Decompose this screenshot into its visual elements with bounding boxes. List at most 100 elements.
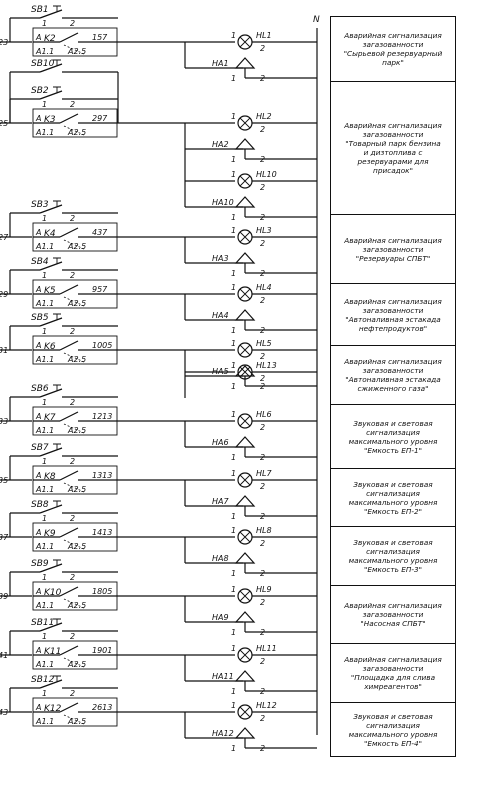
horn-label: HA8 (212, 554, 229, 563)
relay-sub-label: A2.5 (67, 485, 86, 494)
pin-number: 1 (231, 469, 236, 478)
relay-pin-a: A (35, 228, 41, 237)
horn-icon (234, 611, 256, 623)
push-button-label: SB12 (31, 675, 55, 685)
lamp-icon (239, 175, 251, 187)
relay-sub-label: A1.1 (35, 47, 54, 56)
push-button-icon (53, 59, 61, 66)
pin-number: 1 (231, 74, 236, 83)
relay-sub-label: A1.1 (35, 542, 54, 551)
pin-number: 2 (70, 573, 75, 582)
relay-sub-label: A2.5 (67, 299, 86, 308)
node-number: 157 (92, 33, 108, 42)
pin-number: 2 (260, 374, 265, 383)
horn-icon (234, 138, 256, 150)
pin-number: 1 (231, 269, 236, 278)
horn-label: HA2 (212, 140, 229, 149)
node-number: 1213 (92, 412, 112, 421)
pin-number: 1 (42, 214, 47, 223)
horn-icon (234, 196, 256, 208)
horn-icon (234, 252, 256, 264)
description-cell: Аварийная сигнализация загазованности "Н… (330, 585, 456, 643)
pin-number: 1 (231, 687, 236, 696)
lamp-icon (239, 231, 251, 243)
button-contact (39, 63, 63, 73)
lamp-icon (239, 117, 251, 129)
push-button-label: SB3 (31, 200, 49, 210)
lamp-label: HL5 (256, 339, 272, 348)
relay-pin-a: A (35, 471, 41, 480)
pin-number: 1 (231, 112, 236, 121)
description-cell: Аварийная сигнализация загазованности "С… (330, 16, 456, 81)
push-button-icon (53, 559, 61, 566)
relay-contact (59, 527, 79, 538)
horn-label: HA3 (212, 254, 229, 263)
horn-label: HA6 (212, 438, 229, 447)
horn-label: HA9 (212, 613, 229, 622)
push-button-label: SB4 (31, 257, 49, 267)
lamp-label: HL13 (256, 361, 277, 370)
lamp-label: HL12 (256, 701, 277, 710)
button-contact (39, 9, 63, 19)
relay-contact (59, 113, 79, 124)
lamp-icon (239, 531, 251, 543)
pin-number: 1 (231, 283, 236, 292)
pin-number: 1 (231, 226, 236, 235)
description-cell: Звуковая и световая сигнализация максима… (330, 468, 456, 526)
relay-pin-a: A (35, 341, 41, 350)
pin-number: 1 (42, 327, 47, 336)
push-button-icon (53, 200, 61, 207)
pin-number: 2 (260, 183, 265, 192)
lamp-label: HL9 (256, 585, 272, 594)
pin-number: 2 (260, 74, 265, 83)
pin-number: 2 (260, 382, 265, 391)
pin-number: 1 (42, 398, 47, 407)
relay-sub-label: A2.5 (67, 542, 86, 551)
relay-contact (59, 340, 79, 351)
push-button-icon (53, 443, 61, 450)
pin-number: 2 (260, 687, 265, 696)
pin-number: 1 (42, 457, 47, 466)
button-contact (39, 261, 63, 271)
pin-number: 1 (231, 213, 236, 222)
relay-pin-a: A (35, 528, 41, 537)
pin-number: 1 (231, 361, 236, 370)
button-contact (39, 388, 63, 398)
lamp-icon (239, 344, 251, 356)
push-button-icon (53, 257, 61, 264)
pin-number: 1 (231, 382, 236, 391)
pin-number: 1 (231, 512, 236, 521)
pin-number: 2 (260, 714, 265, 723)
circuit-2: 25SB212AK3A1.1A2.5297SB10HL212HA212HL101… (0, 59, 317, 222)
pin-number: 2 (70, 100, 75, 109)
relay-contact-label: K6 (44, 342, 56, 352)
relay-sub-label: A1.1 (35, 601, 54, 610)
pin-number: 2 (260, 213, 265, 222)
description-cell: Аварийная сигнализация загазованности "П… (330, 643, 456, 702)
description-text: Аварийная сигнализация загазованности "Р… (344, 235, 442, 263)
node-number: 1005 (92, 341, 112, 350)
pin-number: 2 (70, 689, 75, 698)
pin-number: 2 (70, 214, 75, 223)
pin-number: 2 (260, 482, 265, 491)
lamp-icon (239, 288, 251, 300)
relay-pin-a: A (35, 114, 41, 123)
description-text: Звуковая и световая сигнализация максима… (348, 479, 438, 516)
node-number: 1413 (92, 528, 112, 537)
description-cell: Звуковая и световая сигнализация максима… (330, 702, 456, 757)
button-contact (39, 317, 63, 327)
relay-sub-label: A2.5 (67, 47, 86, 56)
horn-label: HA1 (212, 59, 229, 68)
push-button-icon (53, 500, 61, 507)
relay-sub-label: A2.5 (67, 128, 86, 137)
description-text: Аварийная сигнализация загазованности "Т… (344, 121, 442, 175)
button-contact (39, 563, 63, 573)
description-text: Аварийная сигнализация загазованности "П… (344, 655, 442, 691)
relay-sub-label: A2.5 (67, 242, 86, 251)
button-contact (39, 90, 63, 100)
relay-contact-label: K2 (44, 34, 56, 44)
